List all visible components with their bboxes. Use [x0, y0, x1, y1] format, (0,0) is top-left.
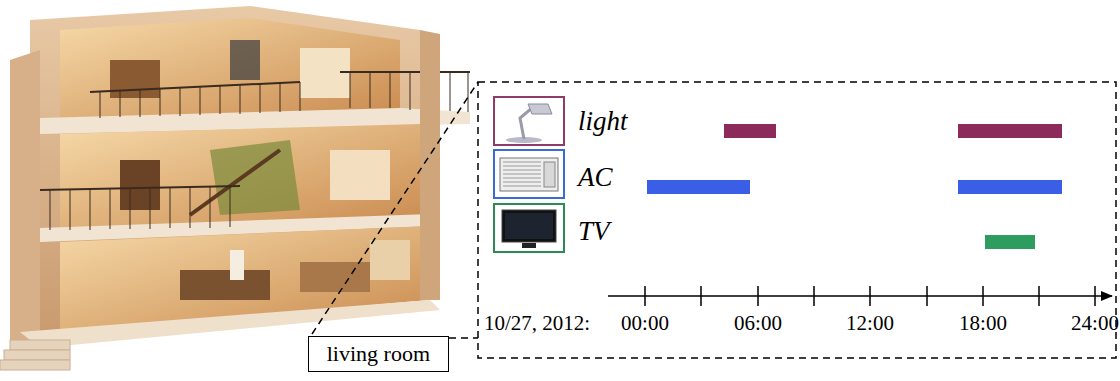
- house-illustration: [0, 6, 470, 370]
- light-bar: [958, 124, 1062, 138]
- appliance-name: AC: [578, 163, 613, 193]
- leader-line: [449, 337, 478, 339]
- light-bar: [724, 124, 776, 138]
- appliance-name: light: [578, 107, 628, 137]
- time-tick-label: 06:00: [734, 312, 782, 335]
- ac-bar: [647, 180, 750, 194]
- time-tick-label: 00:00: [621, 312, 669, 335]
- location-box: living room: [308, 336, 449, 372]
- leader-line: [312, 82, 478, 334]
- time-tick-label: 24:00: [1071, 312, 1119, 335]
- tv-bar: [985, 235, 1035, 249]
- tv-icon: [494, 204, 564, 252]
- lamp-icon: [494, 97, 564, 145]
- time-tick-label: 18:00: [959, 312, 1007, 335]
- time-tick-label: 12:00: [846, 312, 894, 335]
- time-axis: [608, 295, 1112, 297]
- room-name: living room: [327, 341, 430, 367]
- date-label: 10/27, 2012:: [484, 312, 590, 335]
- ac-icon: [494, 150, 564, 198]
- appliance-name: TV: [578, 217, 610, 247]
- zoom-panel: [478, 82, 1116, 358]
- ac-bar: [958, 180, 1062, 194]
- axis-ticks: [645, 286, 1095, 306]
